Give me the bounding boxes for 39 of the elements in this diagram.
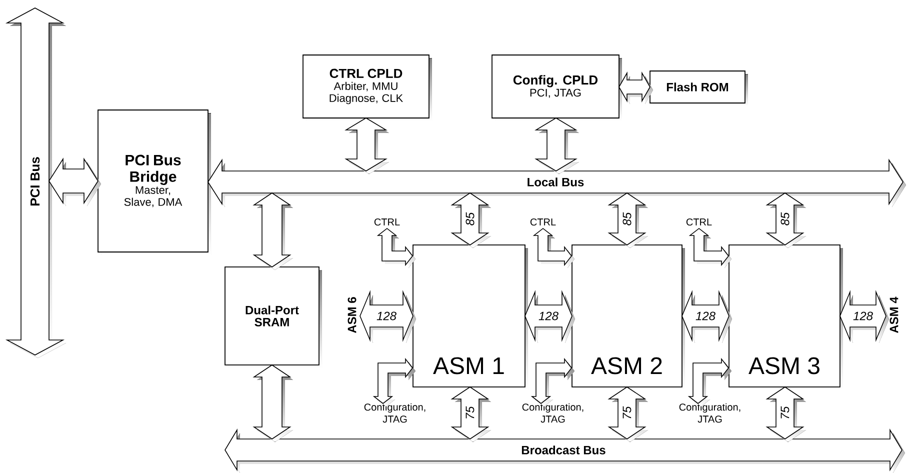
signal-label: Configuration, JTAG: [364, 403, 426, 423]
signal-label: Configuration, JTAG: [522, 403, 584, 423]
block-arrow: [344, 118, 389, 174]
block-arrow: [840, 290, 889, 343]
block-arrow: [252, 364, 293, 442]
edge-label: 128: [695, 311, 716, 321]
block-arrow: [376, 228, 416, 268]
block-arrow: [688, 228, 732, 268]
block-arrow: [252, 192, 293, 270]
block-arrow: [534, 118, 579, 174]
signal-label: ASM 4: [890, 296, 898, 334]
block-arrow: [48, 158, 101, 206]
signal-label: CTRL: [530, 218, 556, 226]
block-arrow: [766, 192, 806, 248]
chip-box: Flash ROM: [650, 70, 748, 106]
module-box: ASM 2: [572, 244, 685, 390]
chip-box: Dual-Port SRAM: [224, 266, 322, 368]
block-arrow: [372, 358, 416, 406]
chip-box: CTRL CPLD Arbiter, MMU Diagnose, CLK: [302, 54, 432, 121]
edge-label: 128: [538, 311, 560, 321]
block-arrow: [450, 192, 491, 248]
block-arrow: [618, 71, 653, 104]
module-box: ASM 1: [412, 244, 528, 390]
block-arrow: [608, 386, 648, 442]
signal-label: CTRL: [686, 218, 712, 226]
block-arrow: [532, 228, 574, 268]
block-arrow: [766, 386, 806, 442]
block-arrow: [530, 358, 574, 406]
module-box: ASM 3: [728, 244, 843, 390]
signal-label: ASM 6: [348, 297, 356, 334]
chip-box: PCI Bus Bridge Master, Slave, DMA: [98, 110, 211, 255]
signal-label: Configuration, JTAG: [679, 403, 740, 423]
chip-box: Config. CPLD PCI, JTAG: [492, 54, 622, 121]
block-arrow: [450, 386, 491, 442]
edge-label: 128: [376, 311, 398, 321]
signal-label: CTRL: [374, 218, 400, 226]
block-arrow: [688, 358, 732, 406]
block-arrow: [608, 192, 648, 248]
edge-label: 128: [852, 311, 874, 321]
